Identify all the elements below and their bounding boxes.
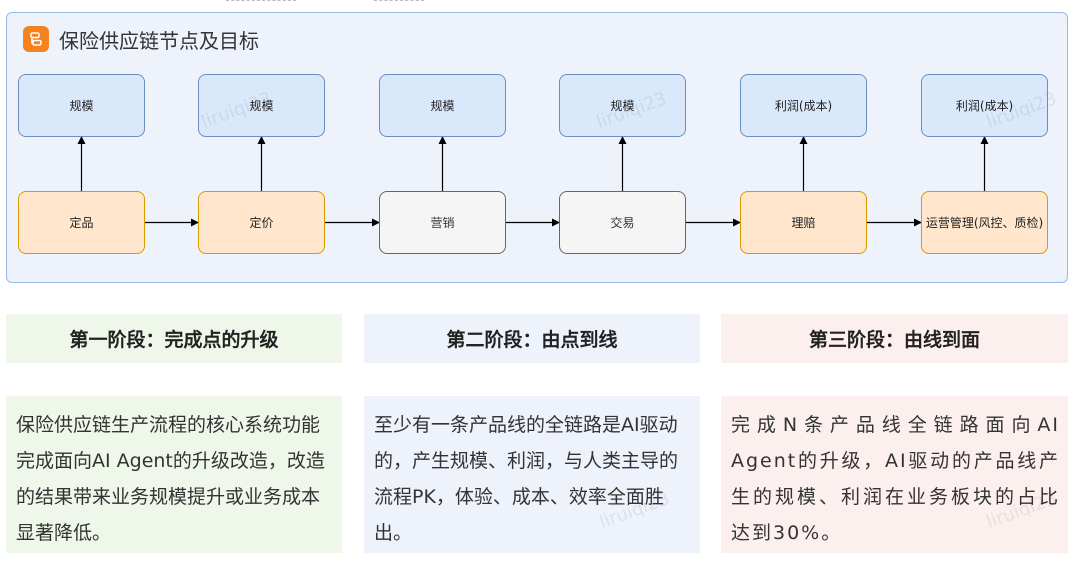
goal-node-scale-1: 规模 [18,74,145,137]
process-node-pricing: 定价 [198,191,325,254]
process-node-operations: 运营管理(风控、质检) [921,191,1048,254]
top-edge-mark [226,0,296,3]
process-node-claims: 理赔 [740,191,867,254]
supply-chain-panel: 保险供应链节点及目标 [6,12,1068,283]
process-node-product: 定品 [18,191,145,254]
goal-node-profit-2: 利润(成本) [921,74,1048,137]
process-node-trading: 交易 [559,191,686,254]
process-node-marketing: 营销 [379,191,506,254]
goal-node-profit-1: 利润(成本) [740,74,867,137]
stage-1-title: 第一阶段：完成点的升级 [6,314,342,363]
orange-flow-icon [23,26,49,52]
goal-node-scale-3: 规模 [379,74,506,137]
goal-node-scale-2: 规模 [198,74,325,137]
stage-1-description: 保险供应链生产流程的核心系统功能完成面向AI Agent的升级改造，改造的结果带… [6,396,342,553]
goal-node-scale-4: 规模 [559,74,686,137]
panel-title: 保险供应链节点及目标 [59,28,259,53]
panel-header: 保险供应链节点及目标 [23,25,259,53]
stage-2-description: 至少有一条产品线的全链路是AI驱动的，产生规模、利润，与人类主导的流程PK，体验… [364,396,700,553]
stage-3-description: 完成N条产品线全链路面向AI Agent的升级，AI驱动的产品线产生的规模、利润… [721,396,1068,553]
top-edge-mark [374,0,424,3]
stage-2-title: 第二阶段：由点到线 [364,314,700,363]
stage-3-title: 第三阶段：由线到面 [721,314,1068,363]
